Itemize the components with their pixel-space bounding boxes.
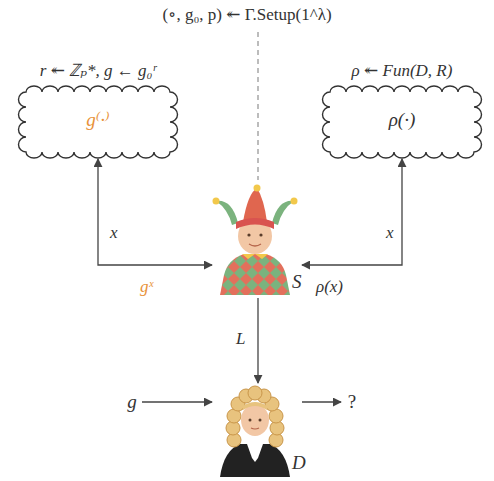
- input-node: g: [124, 391, 140, 413]
- edge-label: L: [236, 328, 245, 350]
- oracle-node: r ↞ ℤₚ*, g ← g₀ʳ g⁽·⁾: [14, 60, 182, 158]
- dashed-line: [257, 32, 258, 180]
- oracle-setup: ρ ↞ Fun(D, R): [318, 60, 486, 82]
- connector: [302, 159, 402, 265]
- oracle-node: ρ ↞ Fun(D, R) ρ(·): [318, 60, 486, 158]
- input-value: g: [124, 391, 140, 413]
- oracle-answer: ρ(x): [316, 276, 343, 298]
- edge-label: x: [110, 222, 118, 244]
- jester-icon: [210, 183, 300, 295]
- oracle-label: ρ(·): [318, 109, 486, 131]
- oracle-label: g⁽·⁾: [14, 109, 182, 131]
- output-node: ?: [344, 391, 360, 413]
- oracle-answer: gˣ: [140, 276, 153, 298]
- output-value: ?: [344, 391, 360, 413]
- connector: [257, 298, 258, 383]
- distinguisher-node: D: [210, 382, 310, 477]
- connector: [98, 159, 212, 265]
- party-name: S: [292, 271, 302, 293]
- connector: [142, 401, 212, 402]
- simulator-node: S: [210, 183, 310, 295]
- judge-icon: [210, 382, 300, 477]
- connector: [302, 401, 341, 402]
- setup-text: (∘, g₀, p) ↞ Γ.Setup(1^λ): [0, 4, 494, 26]
- oracle-setup: r ↞ ℤₚ*, g ← g₀ʳ: [14, 60, 182, 82]
- party-name: D: [292, 452, 306, 474]
- edge-label: x: [386, 222, 394, 244]
